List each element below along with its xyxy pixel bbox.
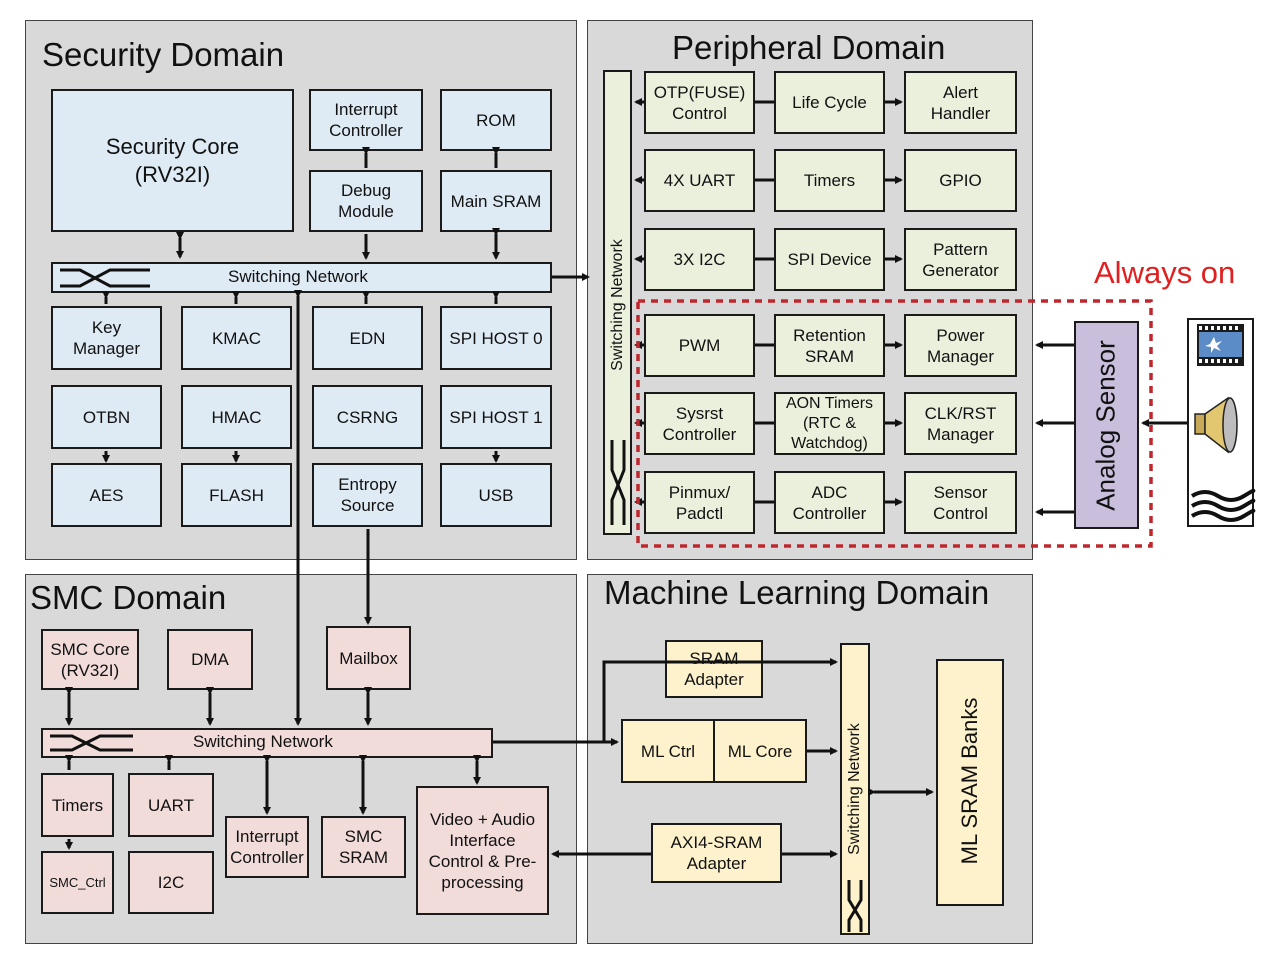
ml-sram-banks [936, 659, 1004, 906]
smc-i2c: I2C [128, 851, 214, 914]
smc-ctrl: SMC_Ctrl [41, 851, 114, 914]
smc-interrupt-controller: Interrupt Controller [225, 816, 309, 878]
security-key-manager: Key Manager [51, 306, 162, 370]
life-cycle: Life Cycle [774, 71, 885, 134]
i2c-3x: 3X I2C [644, 228, 755, 291]
security-hmac: HMAC [181, 385, 292, 449]
pattern-generator: Pattern Generator [904, 228, 1017, 291]
smc-dma: DMA [167, 629, 253, 690]
smc-sram: SMC SRAM [321, 816, 406, 878]
video-audio-interface: Video + Audio Interface Control & Pre- p… [416, 786, 549, 915]
peripheral-domain-title: Peripheral Domain [672, 29, 946, 66]
uart-4x: 4X UART [644, 149, 755, 212]
smc-mailbox: Mailbox [326, 626, 411, 690]
security-main-sram: Main SRAM [440, 170, 552, 232]
security-switching-network-label: Switching Network [228, 267, 368, 286]
axi4-sram-adapter: AXI4-SRAM Adapter [651, 823, 782, 883]
aon-timers: AON Timers (RTC & Watchdog) [774, 392, 885, 455]
security-edn: EDN [312, 306, 423, 370]
security-kmac: KMAC [181, 306, 292, 370]
security-otbn: OTBN [51, 385, 162, 449]
peripheral-timers: Timers [774, 149, 885, 212]
security-spi-host-1: SPI HOST 1 [440, 385, 552, 449]
sram-adapter: SRAM Adapter [665, 640, 763, 698]
security-interrupt-controller: Interrupt Controller [309, 89, 423, 151]
sensor-icons-panel [1187, 318, 1254, 527]
analog-sensor-label: Analog Sensor [1090, 340, 1121, 511]
security-spi-host-0: SPI HOST 0 [440, 306, 552, 370]
security-usb: USB [440, 463, 552, 527]
pinmux-padctl: Pinmux/ Padctl [644, 471, 755, 534]
ml-sram-banks-label: ML SRAM Banks [957, 697, 982, 865]
smc-core: SMC Core (RV32I) [41, 629, 139, 690]
peripheral-switching-network-label: Switching Network [609, 239, 626, 371]
security-csrng: CSRNG [312, 385, 423, 449]
smc-timers: Timers [41, 773, 114, 837]
smc-uart: UART [128, 773, 214, 837]
security-debug-module: Debug Module [309, 170, 423, 232]
security-entropy-source: Entropy Source [312, 463, 423, 527]
security-core: Security Core (RV32I) [51, 89, 294, 232]
ml-ctrl: ML Ctrl [621, 719, 715, 783]
power-manager: Power Manager [904, 314, 1017, 377]
alert-handler: Alert Handler [904, 71, 1017, 134]
smc-switching-network-label: Switching Network [193, 732, 333, 751]
otp-fuse-control: OTP(FUSE) Control [644, 71, 755, 134]
sysrst-controller: Sysrst Controller [644, 392, 755, 455]
ml-core: ML Core [713, 719, 807, 783]
security-rom: ROM [440, 89, 552, 151]
retention-sram: Retention SRAM [774, 314, 885, 377]
ml-switching-network-label: Switching Network [846, 723, 863, 855]
ml-domain-title: Machine Learning Domain [604, 574, 990, 611]
security-aes: AES [51, 463, 162, 527]
clk-rst-manager: CLK/RST Manager [904, 392, 1017, 455]
always-on-label: Always on [1094, 255, 1236, 290]
spi-device: SPI Device [774, 228, 885, 291]
smc-domain-title: SMC Domain [30, 579, 227, 616]
pwm: PWM [644, 314, 755, 377]
sensor-control: Sensor Control [904, 471, 1017, 534]
gpio: GPIO [904, 149, 1017, 212]
security-flash: FLASH [181, 463, 292, 527]
security-domain-title: Security Domain [42, 36, 285, 73]
adc-controller: ADC Controller [774, 471, 885, 534]
